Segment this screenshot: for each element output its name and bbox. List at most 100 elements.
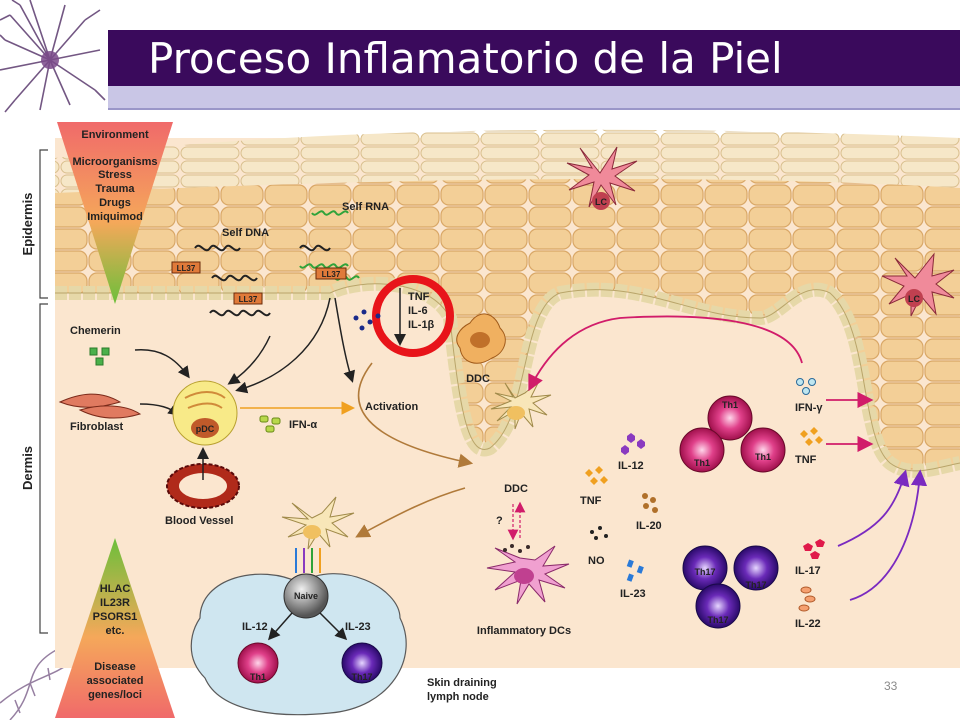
fibroblast-label: Fibroblast	[70, 421, 124, 433]
activation-label: Activation	[365, 401, 418, 413]
th17-cell-3	[695, 583, 741, 629]
env-item-microorganisms: Microorganisms	[73, 156, 158, 168]
inflammatory-dc-dots	[503, 544, 530, 553]
ddc-cell-middle	[490, 380, 552, 430]
activation-to-ddc-arrow	[357, 362, 474, 468]
il20-molecules	[642, 493, 658, 513]
th1-cell-node	[237, 642, 279, 684]
fibroblast-cells	[58, 393, 142, 419]
right-il22-label: IL-22	[795, 618, 821, 630]
cytokine-il6: IL-6	[408, 305, 428, 317]
right-il17-label: IL-17	[795, 565, 821, 577]
rna-to-pdc-arrow	[235, 297, 331, 394]
epidermis-layer	[55, 178, 960, 471]
genetics-footer-3: genes/loci	[88, 689, 142, 701]
ifn-alpha-molecules	[259, 415, 281, 433]
skin-inflammation-diagram: Epidermis Dermis Environment Microorgani…	[20, 122, 960, 718]
blood-vessel-label: Blood Vessel	[165, 515, 233, 527]
right-tnf-label: TNF	[795, 454, 817, 466]
il22-arrow	[849, 469, 928, 601]
tnf-molecules-right	[800, 427, 823, 446]
env-item-drugs: Drugs	[99, 197, 131, 209]
self-rna-label: Self RNA	[342, 201, 389, 213]
environment-triangle	[57, 122, 173, 304]
inflammatory-dcs-label: Inflammatory DCs	[477, 625, 571, 637]
stratum-corneum	[55, 129, 960, 193]
chemerin-molecules	[89, 347, 110, 366]
gene-psors1: PSORS1	[93, 611, 138, 623]
cytokine-tnf: TNF	[408, 291, 430, 303]
question-mark: ?	[496, 515, 503, 527]
th17-cell-2	[733, 545, 779, 591]
self-dna-label: Self DNA	[222, 227, 269, 239]
naive-to-th1-arrow	[268, 612, 293, 641]
dermis-label: Dermis	[20, 446, 35, 490]
env-item-imiquimod: Imiquimod	[87, 211, 143, 223]
mid-il23-label: IL-23	[620, 588, 646, 600]
langerhans-cell-right: LC	[881, 252, 955, 317]
node-il23-label: IL-23	[345, 621, 371, 633]
chemerin-label: Chemerin	[70, 325, 121, 337]
slide-title: Proceso Inflamatorio de la Piel	[148, 34, 783, 83]
gene-hlac: HLAC	[100, 583, 131, 595]
th1-label-2: Th1	[694, 458, 710, 468]
mid-il20-label: IL-20	[636, 520, 662, 532]
th17-cell-node	[341, 642, 383, 684]
th17-label-2: Th17	[745, 580, 766, 590]
il22-molecules	[798, 586, 816, 612]
genetics-triangle	[55, 538, 175, 718]
blood-vessel-lumen	[179, 473, 227, 499]
ifn-gamma-molecules	[796, 378, 816, 395]
tnf-molecules-mid	[585, 466, 608, 485]
mid-no-label: NO	[588, 555, 605, 567]
th1-cell-1	[707, 395, 753, 441]
ll37-label-2: LL37	[239, 295, 258, 304]
ll37-to-activation-arrow	[334, 297, 355, 383]
il17-arrow	[837, 469, 910, 547]
neuron-logo	[0, 0, 106, 113]
dermis-bracket	[39, 303, 48, 634]
cytokine-il1b: IL-1β	[408, 319, 435, 331]
ll37-label-3: LL37	[322, 270, 341, 279]
epidermis-label: Epidermis	[20, 193, 35, 256]
dna-to-pdc-arrow	[227, 335, 271, 385]
ddc-cell-upper	[456, 313, 506, 364]
gene-etc: etc.	[106, 625, 125, 637]
environment-heading: Environment	[81, 129, 149, 141]
lc-label-top: LC	[595, 197, 607, 207]
inflammatory-dc-cell	[486, 545, 570, 605]
th1-label-1: Th1	[722, 400, 738, 410]
il23-molecules	[626, 559, 644, 582]
cytokine-dots	[353, 309, 381, 331]
il17-molecules	[803, 539, 825, 559]
tcr-mhc-bonds	[295, 548, 321, 573]
lymph-node-label-2: lymph node	[427, 691, 489, 703]
title-bar	[108, 30, 960, 86]
ddc-to-node-arrow	[355, 487, 466, 538]
env-item-stress: Stress	[98, 169, 132, 181]
ll37-label-1: LL37	[177, 264, 196, 273]
env-item-trauma: Trauma	[95, 183, 135, 195]
gene-il23r: IL23R	[100, 597, 130, 609]
genetics-footer-1: Disease	[94, 661, 136, 673]
langerhans-cell-top: LC	[566, 146, 638, 210]
lymph-node-label-1: Skin draining	[427, 677, 497, 689]
no-molecules	[590, 526, 608, 540]
ddc-label-middle: DDC	[504, 483, 528, 495]
node-il12-label: IL-12	[242, 621, 268, 633]
title-divider	[108, 108, 960, 110]
epidermis-bracket	[39, 149, 48, 299]
ifn-alpha-label: IFN-α	[289, 419, 317, 431]
chemerin-arrow	[134, 349, 190, 379]
genetics-footer-2: associated	[87, 675, 144, 687]
ifn-gamma-feedback-arrow	[528, 315, 803, 392]
th1-label-3: Th1	[755, 452, 771, 462]
th1-cell-3	[740, 427, 786, 473]
th17-label-node: Th17	[351, 672, 372, 682]
th17-label-3: Th17	[707, 615, 728, 625]
naive-to-th17-arrow	[319, 612, 348, 641]
self-dna-strands	[194, 244, 331, 317]
pdc-granules	[184, 391, 226, 409]
naive-label: Naive	[294, 591, 318, 601]
page-number: 33	[884, 679, 898, 693]
